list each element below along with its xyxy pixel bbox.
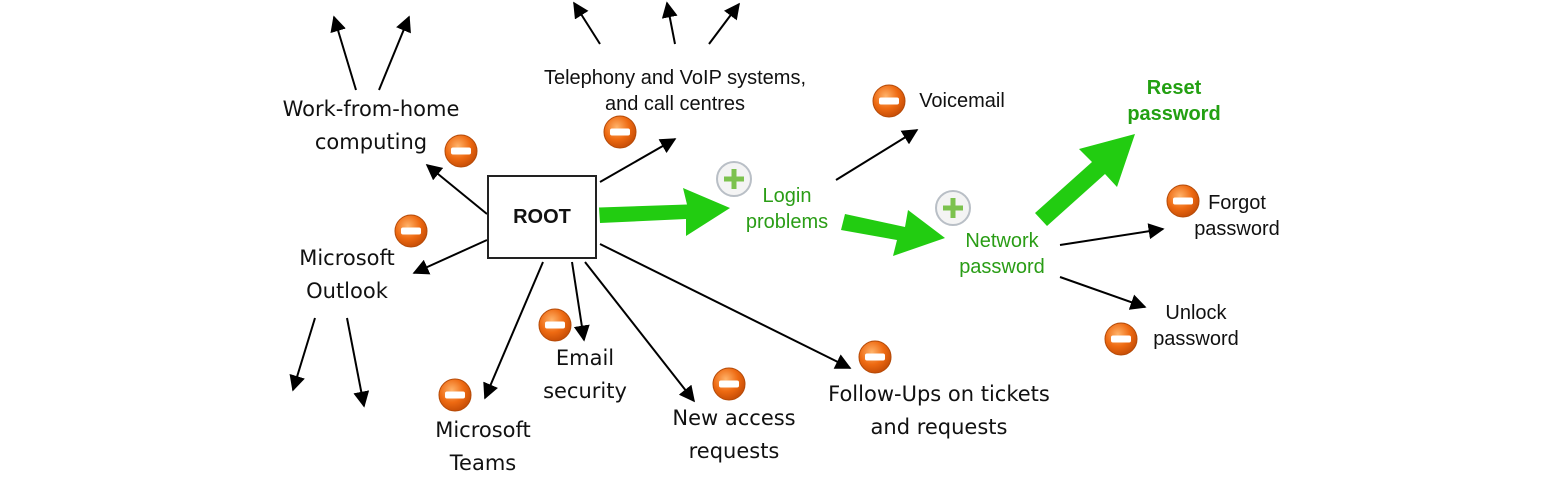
node-telephony[interactable]: Telephony and VoIP systems, and call cen… — [543, 67, 806, 115]
edge-tel-up1 — [573, 1, 601, 45]
collapse-icon[interactable] — [1104, 322, 1138, 356]
edge-root-email — [571, 261, 590, 342]
node-work-from-home[interactable]: Work-from-home computing — [282, 97, 460, 154]
edge-root-teams — [483, 261, 544, 400]
edge-root-outlook — [412, 239, 488, 275]
node-network-password[interactable]: Network password — [959, 230, 1045, 278]
collapse-icon[interactable] — [1166, 184, 1200, 218]
highlight-arrow-network-reset — [1035, 134, 1135, 226]
collapse-icon[interactable] — [858, 340, 892, 374]
collapse-icon[interactable] — [444, 134, 478, 168]
edge-tel-up2 — [661, 1, 678, 45]
edge-network-unlock — [1059, 276, 1147, 310]
node-follow-ups[interactable]: Follow-Ups on tickets and requests — [828, 382, 1050, 439]
node-voicemail[interactable]: Voicemail — [919, 90, 1005, 112]
collapse-icon[interactable] — [712, 367, 746, 401]
root-label: ROOT — [513, 205, 571, 228]
collapse-icon[interactable] — [872, 84, 906, 118]
expand-icon[interactable] — [716, 161, 752, 197]
edge-root-workfromhome — [425, 163, 488, 215]
node-forgot-password[interactable]: Forgot password — [1194, 192, 1280, 240]
node-reset-password[interactable]: Reset password — [1127, 77, 1221, 125]
edge-network-forgot — [1059, 223, 1165, 246]
expand-icon[interactable] — [935, 190, 971, 226]
edge-root-followups — [599, 243, 852, 369]
collapse-icon[interactable] — [438, 378, 472, 412]
highlight-arrow-root-login — [599, 188, 730, 236]
root-node[interactable]: ROOT — [487, 175, 597, 259]
edge-root-telephony — [599, 138, 677, 183]
edge-tel-up3 — [708, 2, 740, 45]
edge-login-voicemail — [835, 129, 919, 181]
node-unlock-password[interactable]: Unlock password — [1153, 302, 1239, 350]
node-new-access-requests[interactable]: New access requests — [672, 406, 796, 463]
edge-wfh-up2 — [378, 15, 411, 91]
node-email-security[interactable]: Email security — [543, 346, 627, 403]
node-microsoft-teams[interactable]: Microsoft Teams — [435, 418, 531, 475]
highlight-arrow-login-network — [841, 210, 945, 256]
collapse-icon[interactable] — [538, 308, 572, 342]
collapse-icons[interactable] — [394, 84, 1200, 412]
collapse-icon[interactable] — [394, 214, 428, 248]
edge-root-newaccess — [584, 261, 695, 403]
node-login-problems[interactable]: Login problems — [745, 185, 829, 233]
edge-outlook-down1 — [289, 317, 316, 392]
edge-outlook-down2 — [346, 317, 370, 408]
edge-wfh-up1 — [330, 15, 357, 91]
collapse-icon[interactable] — [603, 115, 637, 149]
node-microsoft-outlook[interactable]: Microsoft Outlook — [299, 246, 395, 303]
